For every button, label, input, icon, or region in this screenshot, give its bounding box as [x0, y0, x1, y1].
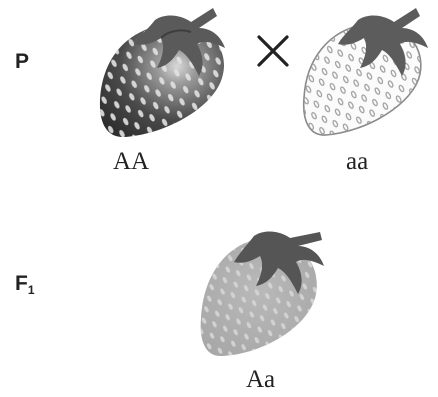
parental-generation-label: P [15, 50, 29, 74]
genotype-offspring: Aa [246, 366, 275, 394]
pink-strawberry-icon [198, 222, 338, 362]
white-strawberry-icon [300, 2, 438, 142]
genotype-recessive-parent: aa [346, 148, 368, 176]
genotype-dominant-parent: AA [113, 148, 149, 176]
red-strawberry-icon [95, 2, 245, 142]
cross-multiply-icon [256, 34, 290, 68]
f1-generation-label: F1 [15, 272, 35, 297]
